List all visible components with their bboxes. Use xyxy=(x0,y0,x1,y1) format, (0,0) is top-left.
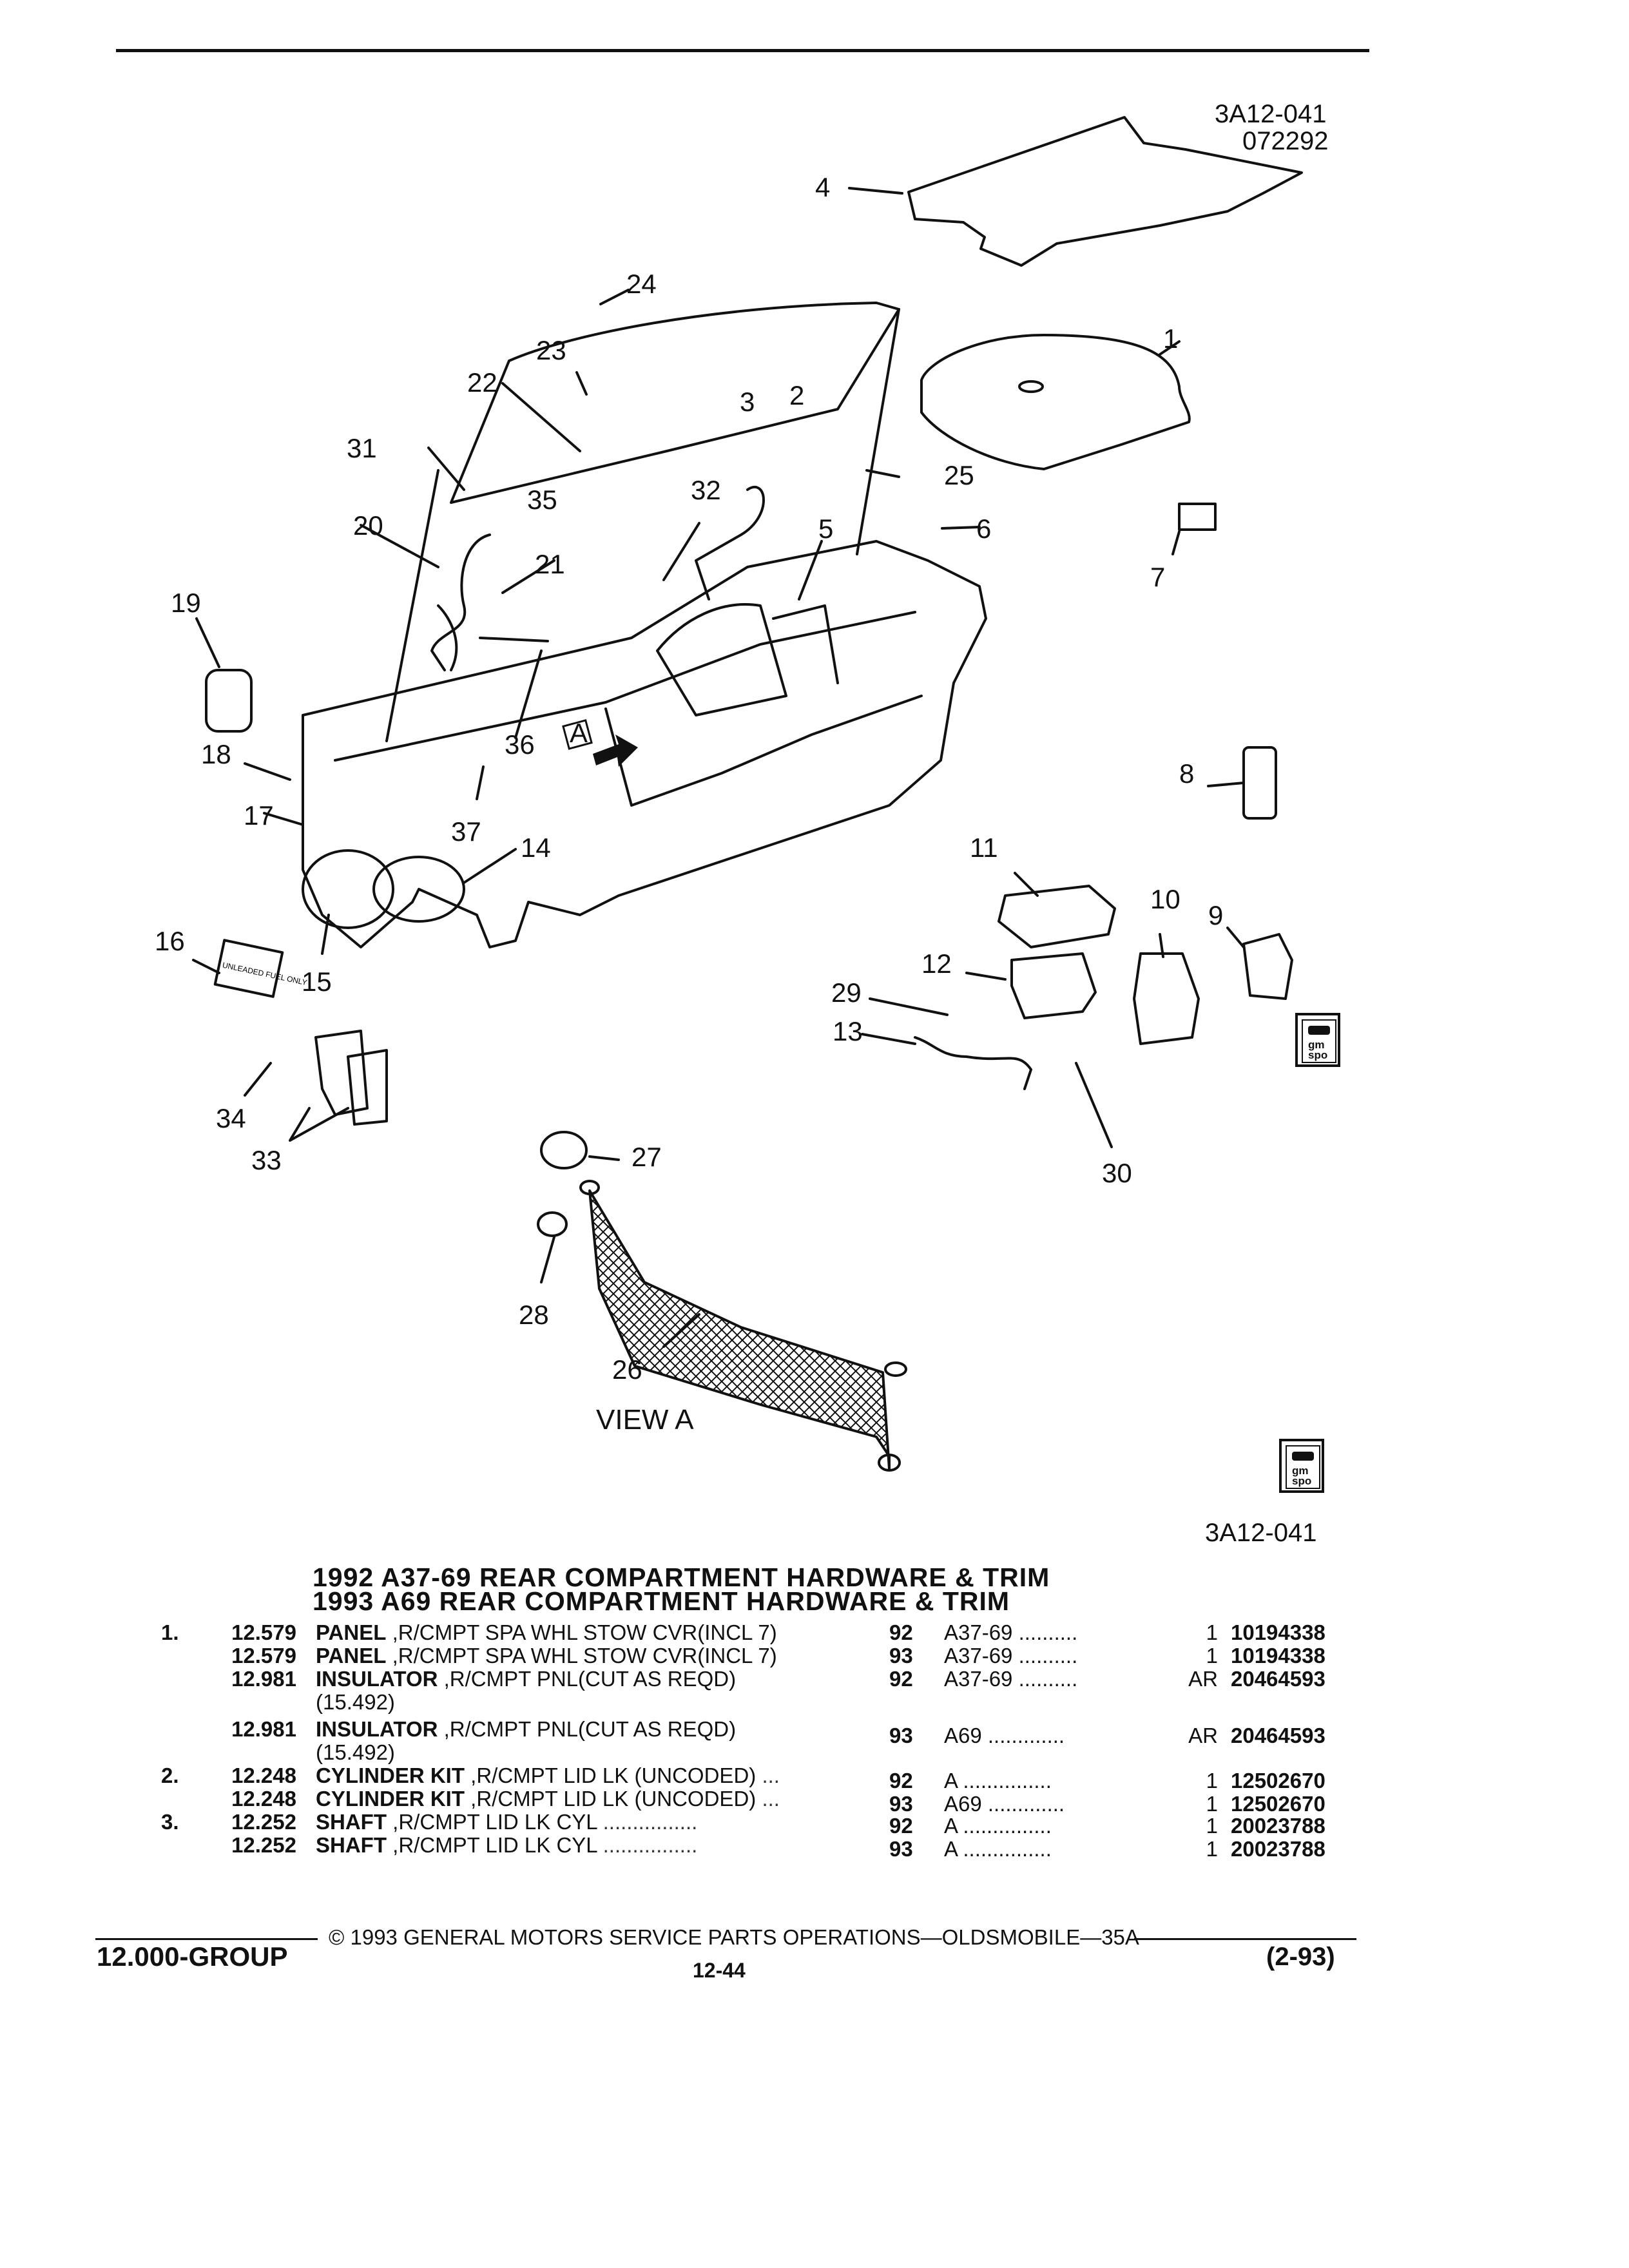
callout-5: 5 xyxy=(818,514,833,544)
exploded-parts-diagram: A UNLEADED FUEL ONLY 3A12-041 072292 3A1… xyxy=(155,100,1328,1547)
callout-31: 31 xyxy=(347,433,377,463)
callout-37: 37 xyxy=(451,816,481,847)
section-title-1993: 1993 A69 REAR COMPARTMENT HARDWARE & TRI… xyxy=(313,1586,1010,1616)
callout-13: 13 xyxy=(833,1016,863,1046)
callout-25: 25 xyxy=(944,460,974,490)
callout-8: 8 xyxy=(1179,758,1194,789)
callout-15: 15 xyxy=(302,966,332,997)
top-rule xyxy=(116,49,1369,52)
callout-35: 35 xyxy=(527,485,557,515)
view-a-arrow xyxy=(593,735,638,767)
view-a-tag xyxy=(562,719,593,750)
callout-11: 11 xyxy=(970,832,998,863)
footer-rule-right xyxy=(1134,1938,1356,1940)
callout-17: 17 xyxy=(244,800,274,831)
stow-cover-shape xyxy=(920,334,1191,470)
callout-27: 27 xyxy=(631,1142,662,1172)
callout-29: 29 xyxy=(831,977,862,1008)
callout-6: 6 xyxy=(976,514,991,544)
footer-revision-date: (2-93) xyxy=(1266,1943,1335,1971)
view-a-label: VIEW A xyxy=(596,1404,694,1436)
callout-32: 32 xyxy=(691,475,721,505)
callout-9: 9 xyxy=(1208,900,1223,930)
fuel-door-shape xyxy=(302,849,394,929)
lamp-shape xyxy=(1242,746,1277,820)
illustration-code-bottom: 3A12-041 xyxy=(1205,1519,1316,1547)
gmspo-badge-upper-frame: gm spo xyxy=(1302,1019,1336,1063)
callout-28: 28 xyxy=(519,1300,549,1330)
callout-2: 2 xyxy=(789,380,804,410)
callout-24: 24 xyxy=(626,269,657,299)
decal-text: UNLEADED FUEL ONLY xyxy=(222,961,308,988)
gmspo-badge-lower: gm spo xyxy=(1279,1439,1324,1493)
deck-lid-shape xyxy=(450,302,900,504)
illustration-date-code: 072292 xyxy=(1242,127,1328,155)
callout-23: 23 xyxy=(536,335,566,365)
illustration-code-top: 3A12-041 xyxy=(1215,100,1326,128)
gmspo-badge-upper-text: gm spo xyxy=(1308,1039,1328,1061)
callout-20: 20 xyxy=(353,510,383,541)
footer-page-number: 12-44 xyxy=(693,1959,746,1982)
callout-36: 36 xyxy=(505,729,535,760)
callout-10: 10 xyxy=(1150,884,1181,914)
callout-26: 26 xyxy=(612,1354,642,1385)
callout-16: 16 xyxy=(155,926,185,956)
callout-18: 18 xyxy=(201,739,231,769)
callout-34: 34 xyxy=(216,1103,246,1133)
footer-rule-left xyxy=(95,1938,318,1940)
callout-1: 1 xyxy=(1163,323,1178,354)
callout-22: 22 xyxy=(467,367,497,398)
gmspo-badge-lower-frame: gm spo xyxy=(1286,1445,1320,1489)
section-title-1992: 1992 A37-69 REAR COMPARTMENT HARDWARE & … xyxy=(313,1562,1050,1592)
view-a-tag-text: A xyxy=(570,718,588,748)
callout-4: 4 xyxy=(815,172,830,202)
callout-14: 14 xyxy=(521,832,551,863)
hinge-shape xyxy=(314,1030,369,1116)
gmspo-badge-upper: gm spo xyxy=(1295,1013,1340,1067)
footer-copyright: © 1993 GENERAL MOTORS SERVICE PARTS OPER… xyxy=(329,1925,1139,1949)
callout-12: 12 xyxy=(921,948,952,979)
bumper-shape xyxy=(205,669,253,733)
callout-19: 19 xyxy=(171,588,201,618)
callout-7: 7 xyxy=(1150,562,1165,592)
insulator-panel-shape xyxy=(907,116,1303,267)
callout-3: 3 xyxy=(740,387,755,417)
callout-21: 21 xyxy=(535,549,565,579)
fuel-decal-shape xyxy=(213,939,284,998)
footer-group-label: 12.000-GROUP xyxy=(97,1941,288,1972)
gmspo-badge-lower-text: gm spo xyxy=(1292,1465,1312,1487)
callout-33: 33 xyxy=(251,1145,282,1175)
callout-30: 30 xyxy=(1102,1158,1132,1188)
